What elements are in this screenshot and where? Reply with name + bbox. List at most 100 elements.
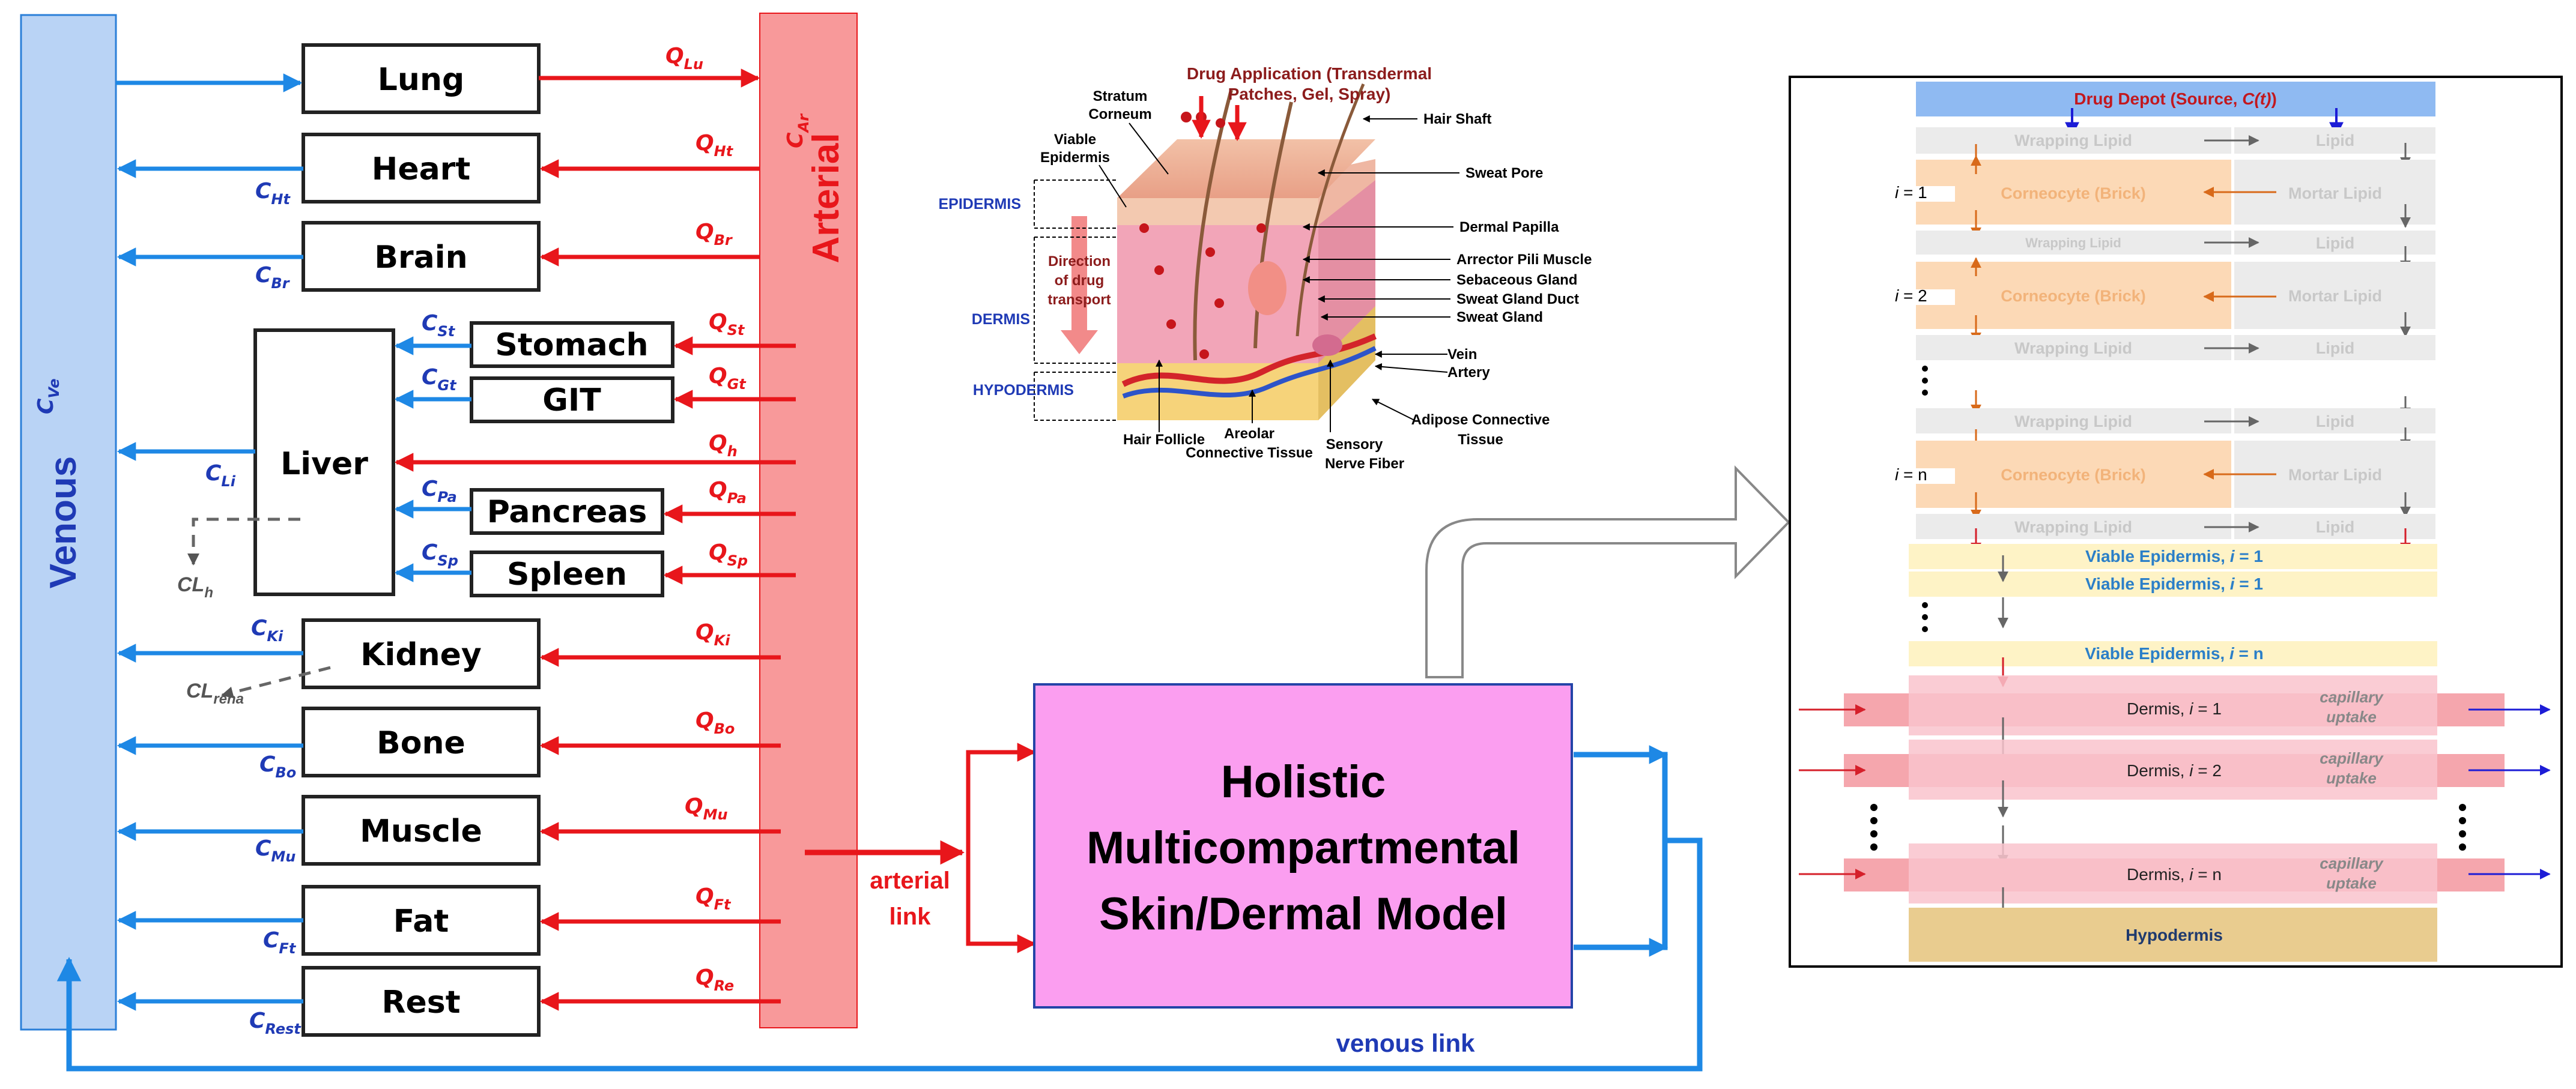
arterial-link-label-2: link (889, 903, 932, 930)
ellipsis-dots (1922, 602, 1928, 632)
skin-illustration: Drug Application (Transdermal Patches, G… (938, 64, 1592, 472)
wrapping-lipid-row: Wrapping Lipid Lipid (1916, 514, 2435, 539)
direction-label-1: Direction (1048, 253, 1111, 270)
c-ki-label: CKi (251, 616, 283, 645)
sensory-label-1: Sensory (1326, 436, 1383, 453)
drug-dot (1166, 319, 1176, 329)
brain-box (302, 221, 541, 292)
dermis-1-capillary-1: capillary (2320, 688, 2384, 706)
dermis-1-box (1909, 675, 2437, 735)
ellipsis-dots (1922, 366, 1928, 396)
stratum-corneum-pointer (1129, 122, 1169, 175)
viable-epidermis-2-label: Viable Epidermis, i = 1 (2085, 575, 2263, 593)
dermis-1-capillary-2: uptake (2326, 708, 2377, 726)
kidney-label: Kidney (360, 637, 482, 673)
corneocyte-label: Corneocyte (Brick) (2001, 466, 2146, 484)
c-li-label: CLi (205, 461, 236, 490)
viable-epidermis-2 (1909, 572, 2437, 597)
stomach-label: Stomach (495, 327, 648, 363)
direction-label-2: of drug (1055, 273, 1105, 289)
hair-shaft-label: Hair Shaft (1423, 111, 1491, 127)
liver-label: Liver (280, 446, 368, 482)
sweat-duct-label: Sweat Gland Duct (1456, 291, 1579, 307)
artery-pointer (1374, 363, 1448, 373)
viable-epidermis-label-1: Viable (1054, 131, 1096, 148)
c-mu-label: CMu (255, 836, 295, 865)
corneocyte-label: Corneocyte (Brick) (2001, 184, 2146, 202)
pancreas-box (470, 488, 664, 535)
adipose-label-2: Tissue (1458, 432, 1503, 448)
viable-epidermis-label-2: Epidermis (1040, 149, 1110, 166)
wrapping-lipid-row: Wrapping Lipid Lipid (1916, 231, 2435, 271)
c-ar-label: CAr (783, 113, 812, 148)
c-ht-label: CHt (255, 179, 291, 208)
viable-epidermis-1-label: Viable Epidermis, i = 1 (2085, 547, 2263, 566)
stratum-corneum-label-1: Stratum (1093, 88, 1148, 104)
drug-application-label-1: Drug Application (Transdermal (1187, 64, 1432, 83)
viable-epidermis-pointer (1099, 164, 1127, 208)
dermis-2-label: Dermis, i = 2 (2127, 761, 2222, 780)
drug-dot (1154, 265, 1164, 275)
skin-model-box (1033, 683, 1573, 1009)
skin-model-line-2: Multicompartmental (1086, 822, 1520, 873)
c-ft-label: CFt (263, 928, 297, 957)
hair-follicle-label: Hair Follicle (1123, 432, 1205, 448)
wrapping-lipid-label: Wrapping Lipid (2025, 235, 2121, 250)
stratum-corneum-label-2: Corneum (1088, 106, 1151, 122)
areolar-label-2: Connective Tissue (1186, 445, 1313, 461)
epidermis-label: EPIDERMIS (938, 196, 1021, 213)
dermis-band (1117, 225, 1318, 363)
adipose-label-1: Adipose Connective (1411, 412, 1550, 428)
lung-label: Lung (378, 62, 464, 98)
drug-transport-arrow (1061, 216, 1098, 354)
hepatic-clearance-arrow (187, 517, 300, 566)
vessel-blue (1122, 346, 1377, 399)
row-i-n: i = n (1895, 465, 1927, 484)
sweat-gland-shape (1312, 334, 1342, 356)
drug-application-label-2: Patches, Gel, Spray) (1228, 85, 1391, 103)
corneocyte-row: Corneocyte (Brick) Mortar Lipid (1913, 262, 2435, 337)
q-ht-label: QHt (696, 131, 734, 160)
layer-diagram: Drug Depot (Source, C(t)) Wrapping Lipid… (1789, 76, 2563, 968)
q-pa-label: QPa (709, 478, 747, 507)
lipid-label: Lipid (2316, 234, 2354, 252)
dermis-n-capillary-2: uptake (2326, 874, 2377, 892)
bone-label: Bone (377, 725, 465, 761)
wrapping-lipid-label: Wrapping Lipid (2014, 131, 2132, 149)
skin-model-line-1: Holistic (1221, 756, 1386, 807)
rest-label: Rest (381, 985, 460, 1021)
venous-link-line (66, 752, 1703, 1072)
hypodermis-label: HYPODERMIS (973, 382, 1074, 399)
artery-label: Artery (1447, 364, 1490, 381)
muscle-label: Muscle (360, 813, 482, 849)
heart-label: Heart (372, 151, 470, 187)
hair-3 (1296, 83, 1365, 337)
brain-label: Brain (374, 240, 467, 276)
stomach-box (470, 321, 674, 368)
skin-model-line-3: Skin/Dermal Model (1099, 888, 1508, 940)
wrapping-lipid-label: Wrapping Lipid (2014, 412, 2132, 430)
lipid-label: Lipid (2316, 412, 2354, 430)
dermis-2-capillary-1: capillary (2320, 749, 2384, 767)
arrector-label: Arrector Pili Muscle (1456, 252, 1592, 268)
lipid-label: Lipid (2316, 518, 2354, 536)
corneocyte-label: Corneocyte (Brick) (2001, 287, 2146, 305)
hypodermis-bracket (1034, 372, 1117, 421)
ellipsis-dots (1870, 804, 2466, 851)
bone-box (302, 707, 541, 777)
sweat-gland-label: Sweat Gland (1456, 309, 1543, 325)
c-gt-label: CGt (422, 365, 457, 394)
dermis-2-capillary-2: uptake (2326, 769, 2377, 787)
spleen-box (470, 551, 664, 597)
lipid-label: Lipid (2316, 131, 2354, 149)
sweat-pore-label: Sweat Pore (1465, 165, 1543, 181)
wrapping-lipid-label: Wrapping Lipid (2014, 518, 2132, 536)
wrapping-lipid-label: Wrapping Lipid (2014, 339, 2132, 357)
renal-clearance-arrow (221, 666, 331, 699)
right-labels: Hair Shaft Sweat Pore Dermal Papilla Arr… (1302, 111, 1592, 381)
venous-link-label: venous link (1336, 1029, 1475, 1057)
hypodermis-layer-label: Hypodermis (2126, 926, 2223, 944)
arterial-compartment (759, 13, 858, 1028)
q-br-label: QBr (696, 220, 733, 249)
q-lu-label: QLu (665, 44, 703, 73)
